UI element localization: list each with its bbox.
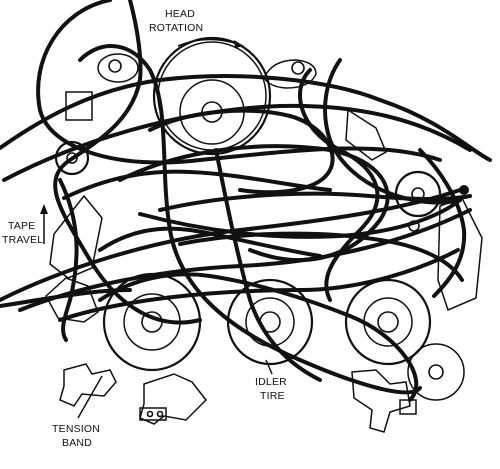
lower-right-roller [407,343,465,401]
lower-right-bracket [351,369,411,433]
lower-bracket-center [139,373,207,425]
mechanism-parts [40,36,483,433]
tape-travel-label-line1: TAPE [8,220,35,232]
tape-travel-label-line2: TRAVEL [2,234,43,246]
head-rotation-label-line1: HEAD [165,8,195,20]
upper-right-bracket [345,108,387,161]
idler-tire-label-line2: TIRE [260,390,285,402]
diagram-labels: HEAD ROTATION TAPE TRAVEL IDLER TIRE TEN… [2,8,287,449]
idler-tire-label-line1: IDLER [255,376,287,388]
head-rotation-label-line2: ROTATION [149,22,203,34]
tension-band-bracket [59,363,117,407]
tape-travel-arrow [40,204,48,244]
upper-left-guide [97,53,139,83]
tape-path-strokes [0,0,492,402]
head-rotation-arrow [177,38,244,48]
tension-band-label-line2: BAND [62,437,92,449]
head-drum [152,36,272,156]
upper-right-guide [263,59,317,89]
takeup-reel [344,278,432,366]
tension-band-label-line1: TENSION [52,423,100,435]
